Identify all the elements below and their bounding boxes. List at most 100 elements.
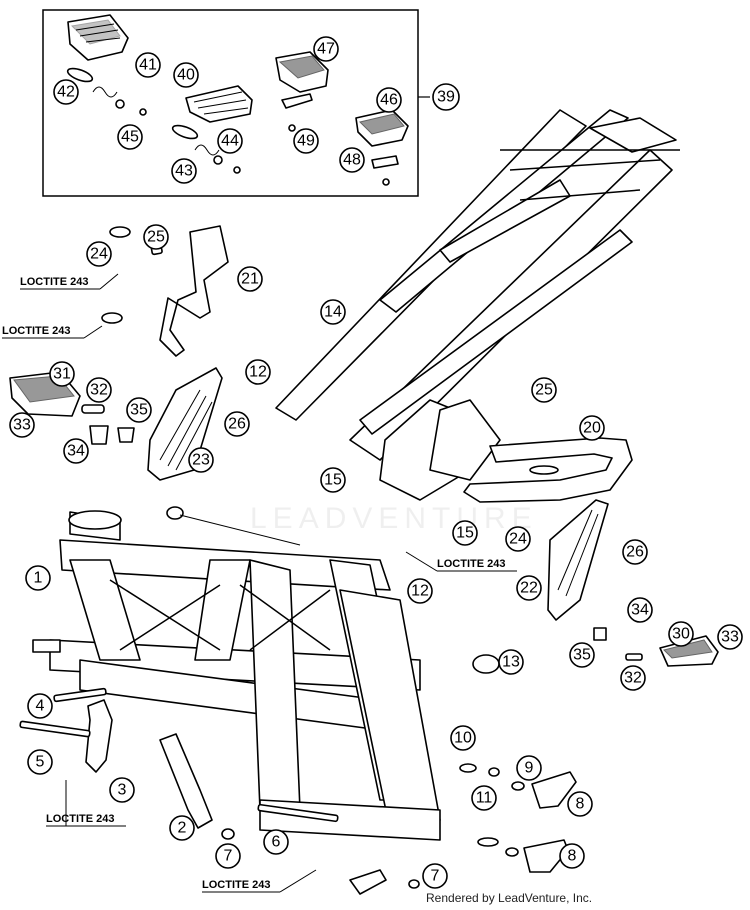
- callout-25: 25: [531, 377, 557, 403]
- svg-text:7: 7: [224, 848, 233, 865]
- render-credit: Rendered by LeadVenture, Inc.: [426, 891, 592, 905]
- svg-text:8: 8: [568, 848, 577, 865]
- svg-text:43: 43: [175, 163, 193, 180]
- callout-39: 39: [432, 83, 460, 111]
- loctite-label: LOCTITE 243: [46, 780, 126, 827]
- loctite-label: LOCTITE 243: [2, 325, 103, 339]
- callout-48: 48: [339, 147, 365, 173]
- svg-text:LOCTITE 243: LOCTITE 243: [46, 813, 114, 825]
- loctite-label: LOCTITE 243: [405, 551, 517, 572]
- svg-text:14: 14: [324, 304, 342, 321]
- svg-text:4: 4: [36, 698, 45, 715]
- callout-2: 2: [169, 815, 195, 841]
- callout-12: 12: [407, 578, 433, 604]
- svg-text:25: 25: [535, 382, 553, 399]
- callout-13: 13: [498, 649, 524, 675]
- svg-text:31: 31: [53, 366, 71, 383]
- small-parts: [9, 224, 719, 895]
- svg-text:21: 21: [241, 271, 259, 288]
- svg-text:39: 39: [437, 89, 455, 106]
- svg-text:15: 15: [324, 472, 342, 489]
- callout-34: 34: [63, 438, 89, 464]
- svg-text:34: 34: [67, 443, 85, 460]
- callout-12: 12: [245, 359, 271, 385]
- callout-25: 25: [143, 224, 169, 250]
- callout-44: 44: [217, 128, 243, 154]
- callout-40: 40: [173, 62, 199, 88]
- svg-text:LOCTITE 243: LOCTITE 243: [2, 325, 70, 337]
- svg-text:12: 12: [411, 583, 429, 600]
- svg-text:44: 44: [221, 133, 239, 150]
- callout-23: 23: [188, 447, 214, 473]
- svg-text:47: 47: [317, 41, 335, 58]
- callout-5: 5: [27, 749, 53, 775]
- loctite-label: LOCTITE 243: [202, 869, 317, 893]
- svg-text:15: 15: [456, 525, 474, 542]
- callout-43: 43: [171, 158, 197, 184]
- callout-15: 15: [452, 520, 478, 546]
- callout-11: 11: [471, 785, 497, 811]
- callout-33: 33: [717, 624, 743, 650]
- svg-text:12: 12: [249, 364, 267, 381]
- callout-9: 9: [516, 755, 542, 781]
- callout-6: 6: [263, 829, 289, 855]
- callout-24: 24: [86, 241, 112, 267]
- callout-1: 1: [25, 565, 51, 591]
- callout-46: 46: [376, 87, 402, 113]
- callout-26: 26: [622, 539, 648, 565]
- callout-45: 45: [117, 124, 143, 150]
- callout-41: 41: [135, 52, 161, 78]
- callout-8: 8: [567, 791, 593, 817]
- callout-7: 7: [215, 843, 241, 869]
- callout-35: 35: [569, 642, 595, 668]
- svg-text:40: 40: [177, 67, 195, 84]
- callout-31: 31: [49, 361, 75, 387]
- watermark-text: LEADVENTURE: [250, 502, 538, 535]
- svg-text:35: 35: [573, 647, 591, 664]
- callout-10: 10: [450, 725, 476, 751]
- callout-26: 26: [224, 411, 250, 437]
- svg-text:26: 26: [626, 544, 644, 561]
- callout-22: 22: [516, 575, 542, 601]
- svg-text:34: 34: [631, 602, 649, 619]
- svg-text:41: 41: [139, 57, 157, 74]
- loctite-label: LOCTITE 243: [20, 273, 119, 290]
- callout-14: 14: [320, 299, 346, 325]
- callout-33: 33: [9, 412, 35, 438]
- callout-21: 21: [237, 266, 263, 292]
- svg-text:49: 49: [297, 133, 315, 150]
- svg-text:30: 30: [672, 626, 690, 643]
- svg-text:13: 13: [502, 654, 520, 671]
- svg-text:23: 23: [192, 452, 210, 469]
- svg-text:24: 24: [509, 531, 527, 548]
- svg-text:LOCTITE 243: LOCTITE 243: [20, 276, 88, 288]
- callout-7: 7: [422, 863, 448, 889]
- svg-text:45: 45: [121, 129, 139, 146]
- callout-32: 32: [620, 665, 646, 691]
- callout-30: 30: [668, 621, 694, 647]
- callout-24: 24: [505, 526, 531, 552]
- callouts: 1 2 3 4 5 6 7 7 8 8 9 10 11 12 12 13 14 …: [9, 36, 743, 889]
- callout-32: 32: [86, 377, 112, 403]
- svg-text:42: 42: [57, 84, 75, 101]
- svg-text:33: 33: [13, 417, 31, 434]
- svg-text:LOCTITE 243: LOCTITE 243: [202, 879, 270, 891]
- svg-text:46: 46: [380, 92, 398, 109]
- svg-text:10: 10: [454, 730, 472, 747]
- svg-text:8: 8: [576, 796, 585, 813]
- main-frame: [32, 506, 500, 841]
- callout-49: 49: [293, 128, 319, 154]
- svg-text:20: 20: [583, 420, 601, 437]
- svg-text:2: 2: [178, 820, 187, 837]
- svg-text:1: 1: [34, 570, 43, 587]
- svg-text:3: 3: [118, 782, 127, 799]
- svg-text:33: 33: [721, 629, 739, 646]
- svg-text:26: 26: [228, 416, 246, 433]
- loctite-labels: LOCTITE 243 LOCTITE 243 LOCTITE 243 LOCT…: [2, 273, 517, 893]
- footpeg-kit-inset: [42, 9, 430, 197]
- callout-35: 35: [126, 397, 152, 423]
- callout-15: 15: [320, 467, 346, 493]
- svg-text:24: 24: [90, 246, 108, 263]
- callout-20: 20: [579, 415, 605, 441]
